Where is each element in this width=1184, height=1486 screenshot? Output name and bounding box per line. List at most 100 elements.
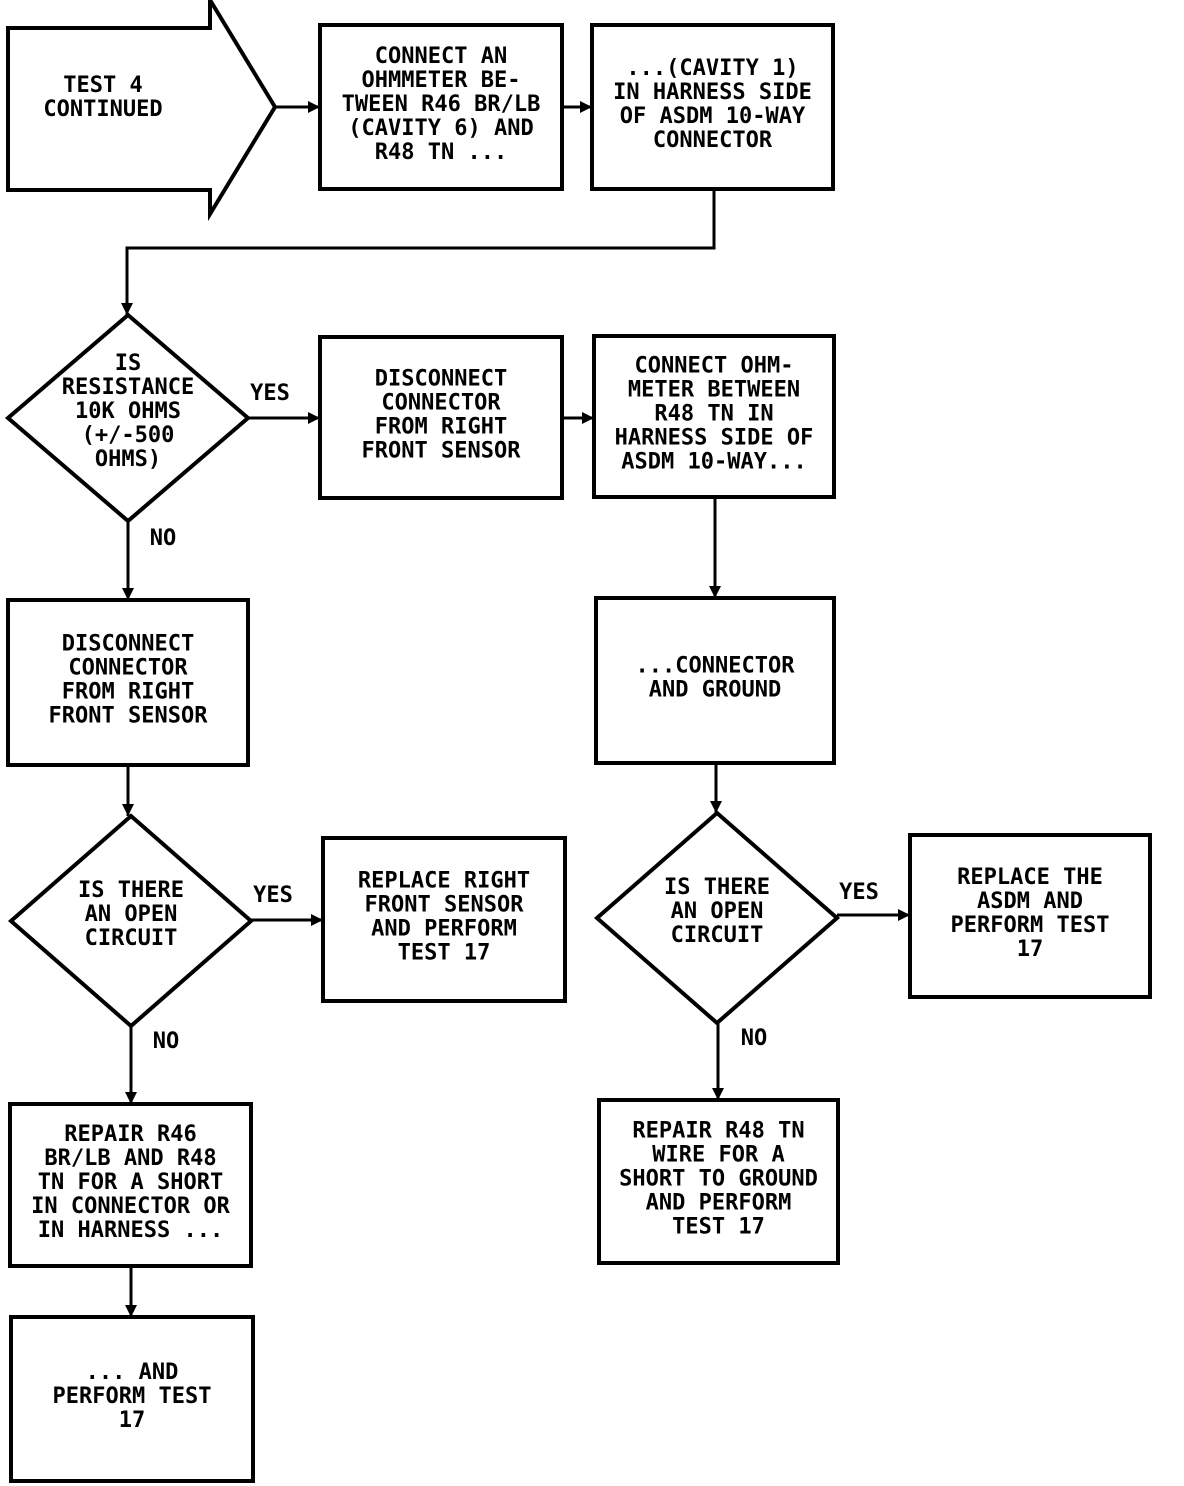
edges-layer (121, 101, 910, 1317)
node-text-line: 10K OHMS (75, 399, 181, 424)
edge-label-yes: YES (250, 381, 290, 406)
edge-connect2-to-decision1 (121, 189, 716, 315)
process-box (8, 1102, 253, 1268)
edge-label-no: NO (153, 1029, 180, 1054)
node-text-line: IS (115, 351, 142, 376)
node-text-line: ...CONNECTOR (636, 654, 796, 679)
node-text-line: ...(CAVITY 1) (626, 56, 798, 81)
decision-diamond (593, 810, 841, 1026)
node-text-line: CIRCUIT (85, 926, 178, 951)
node-text-line: TN FOR A SHORT (38, 1170, 223, 1195)
process-box (318, 23, 564, 191)
node-text-line: DISCONNECT (62, 632, 194, 657)
node-text-line: AND PERFORM (371, 917, 517, 942)
edge-label-no: NO (741, 1026, 768, 1051)
node-text-line: DISCONNECT (375, 367, 507, 392)
node-text-line: FRONT SENSOR (49, 704, 209, 729)
node-text-line: IN CONNECTOR OR (31, 1194, 230, 1219)
node-text-line: FROM RIGHT (62, 680, 194, 705)
node-text-line: OF ASDM 10-WAY (620, 104, 806, 129)
process-box (590, 23, 835, 191)
node-text-line: R48 TN ... (375, 140, 507, 165)
node-text-line: IS THERE (78, 878, 184, 903)
process-box (594, 596, 836, 765)
node-text-line: CONNECTOR (381, 391, 501, 416)
node-text-line: FROM RIGHT (375, 415, 507, 440)
node-text-line: FRONT SENSOR (365, 893, 525, 918)
node-text-line: CIRCUIT (671, 923, 764, 948)
node-text-line: SHORT TO GROUND (619, 1167, 818, 1192)
node-text-line: TEST 17 (398, 941, 491, 966)
edge-label-yes: YES (253, 883, 293, 908)
node-text-line: R48 TN IN (654, 402, 773, 427)
node-text-line: REPLACE THE (957, 865, 1103, 890)
node-text-line: WIRE FOR A (652, 1143, 784, 1168)
node-text-line: (CAVITY 6) AND (348, 116, 533, 141)
start-arrow-shape (6, 0, 278, 222)
node-text-line: METER BETWEEN (628, 378, 800, 403)
process-box (597, 1098, 840, 1265)
node-text-line: TWEEN R46 BR/LB (342, 92, 541, 117)
node-text-line: OHMMETER BE- (362, 68, 521, 93)
process-box (908, 833, 1152, 999)
node-text-line: IS THERE (664, 875, 770, 900)
node-text-line: ASDM AND (977, 889, 1083, 914)
node-text-line: 17 (1017, 937, 1044, 962)
node-text-line: RESISTANCE (62, 375, 194, 400)
decision-diamond (4, 312, 252, 524)
node-text-line: PERFORM TEST (53, 1384, 212, 1409)
node-text-line: OHMS) (95, 447, 161, 472)
process-box (9, 1315, 255, 1483)
edge-label-yes: YES (839, 880, 879, 905)
node-text-line: BR/LB AND R48 (44, 1146, 216, 1171)
node-text-line: CONTINUED (43, 97, 162, 122)
node-text-line: PERFORM TEST (951, 913, 1110, 938)
node-text-line: (+/-500 (82, 423, 175, 448)
node-text-line: REPAIR R48 TN (632, 1119, 804, 1144)
node-text-line: CONNECTOR (68, 656, 188, 681)
node-text-line: ASDM 10-WAY... (621, 450, 806, 475)
decision-diamond (7, 813, 255, 1029)
node-text-line: REPLACE RIGHT (358, 869, 530, 894)
node-text-line: 17 (119, 1408, 146, 1433)
node-text-line: HARNESS SIDE OF (615, 426, 814, 451)
node-text-line: CONNECT AN (375, 44, 507, 69)
edge-labels-layer: YES NO YES NO YES NO (150, 381, 879, 1054)
node-text-line: REPAIR R46 (64, 1122, 196, 1147)
node-text-line: CONNECTOR (653, 128, 773, 153)
node-text-line: IN HARNESS ... (38, 1218, 223, 1243)
node-text-line: TEST 4 (63, 73, 142, 98)
node-text-line: IN HARNESS SIDE (613, 80, 812, 105)
process-box (321, 836, 567, 1003)
node-text-line: FRONT SENSOR (362, 439, 522, 464)
process-box (592, 334, 836, 499)
edge-label-no: NO (150, 526, 177, 551)
node-text-line: AN OPEN (85, 902, 178, 927)
